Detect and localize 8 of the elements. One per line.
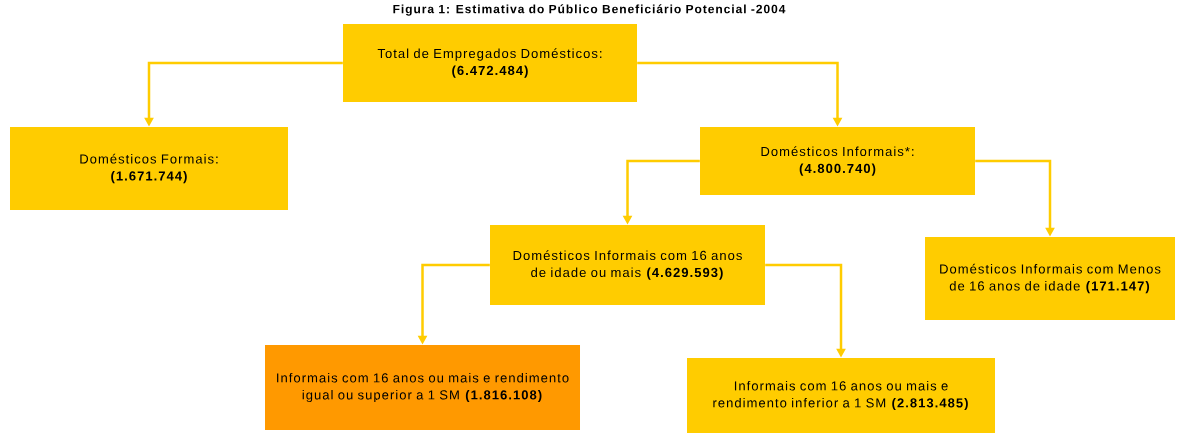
figure-title: Figura 1: Estimativa do Público Beneficiário Potencial -2004	[393, 4, 786, 16]
box: Total de Empregados Domésticos: (6.472.484)	[343, 24, 637, 102]
box: Informais com 16 anos ou mais e rendimento inferior a 1 SM (2.813.485)	[687, 358, 995, 433]
box: Domésticos Informais com Menos de 16 anos de idade (171.147)	[925, 237, 1175, 320]
box: Domésticos Formais: (1.671.744)	[10, 127, 288, 210]
box: Informais com 16 anos ou mais e rendimento igual ou superior a 1 SM (1.816.108)	[265, 345, 580, 430]
box: Domésticos Informais*: (4.800.740)	[700, 127, 975, 195]
box: Domésticos Informais com 16 anos de idade ou mais (4.629.593)	[490, 225, 765, 305]
